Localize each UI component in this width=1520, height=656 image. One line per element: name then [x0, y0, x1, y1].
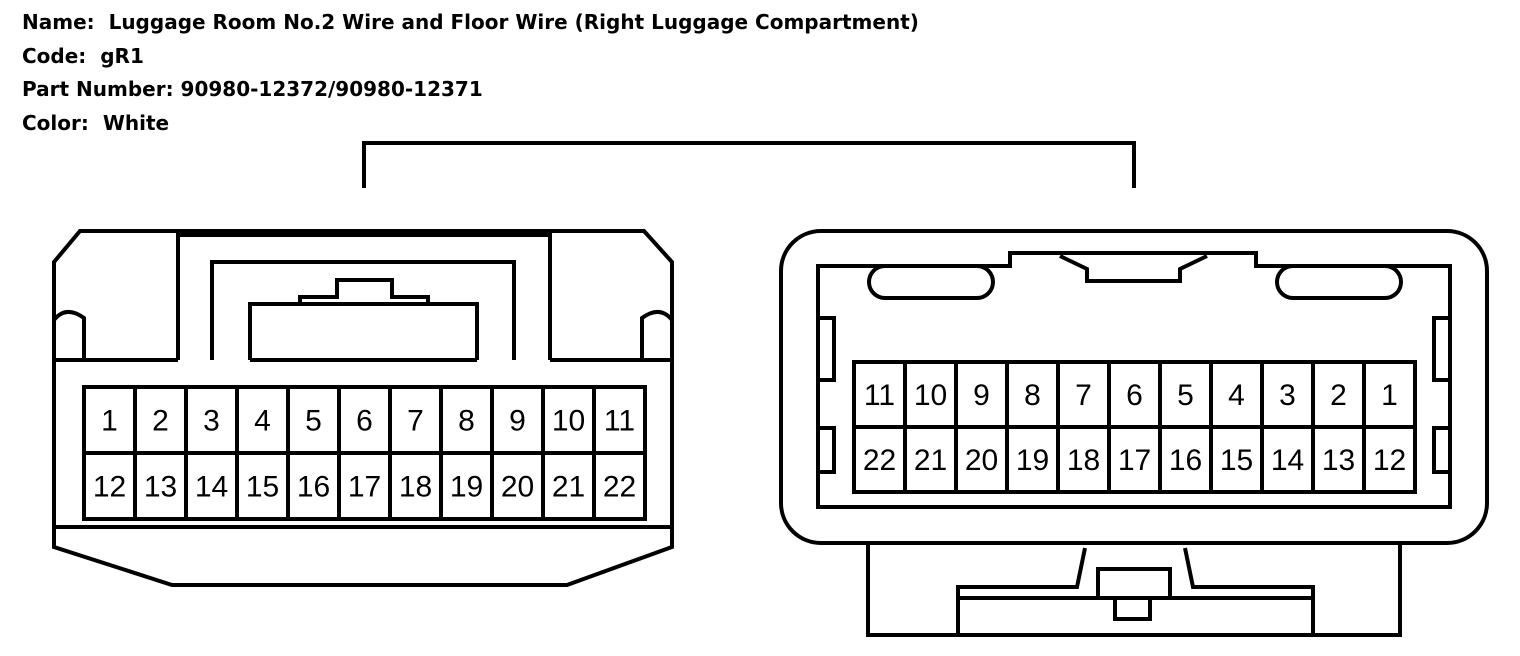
pin-number: 10 — [914, 379, 947, 412]
right-side-key-left-lower — [818, 426, 836, 474]
left-center-latch-housing — [176, 233, 552, 360]
pin-number: 19 — [1016, 444, 1049, 477]
pin-number: 8 — [458, 405, 475, 438]
code-label: Code: — [22, 43, 87, 68]
pin-number: 9 — [973, 379, 990, 412]
code-value: gR1 — [100, 43, 144, 68]
pin-number: 2 — [152, 405, 169, 438]
pin-number: 6 — [356, 405, 373, 438]
pin-number: 1 — [101, 405, 118, 438]
pin-number: 7 — [1075, 379, 1092, 412]
right-connector-outline — [779, 229, 1489, 545]
pin-number: 2 — [1330, 379, 1347, 412]
pin-number: 16 — [1169, 444, 1202, 477]
pin-number: 17 — [348, 471, 381, 504]
right-inner-housing — [816, 251, 1452, 509]
right-lock-notch — [1059, 254, 1208, 283]
pin-number: 16 — [297, 471, 330, 504]
pin-cell — [1362, 425, 1417, 494]
left-connector-outline — [52, 229, 674, 587]
pin-number: 15 — [246, 471, 279, 504]
pairing-bracket — [362, 141, 1136, 188]
right-right-slot — [1275, 264, 1403, 300]
pin-number: 14 — [195, 471, 228, 504]
pin-number: 4 — [254, 405, 271, 438]
left-center-latch — [210, 260, 516, 360]
color-line: Color: White — [22, 107, 919, 141]
pin-number: 1 — [1381, 379, 1398, 412]
pin-cell — [592, 451, 647, 521]
pin-number: 13 — [144, 471, 177, 504]
right-side-key-right-lower — [1432, 426, 1450, 474]
right-bottom-latch — [1096, 567, 1172, 621]
name-label: Name: — [22, 10, 95, 34]
pin-number: 10 — [552, 405, 585, 438]
pin-number: 22 — [863, 444, 896, 477]
pin-number: 7 — [407, 405, 424, 438]
pin-number: 12 — [93, 471, 126, 504]
pin-number: 6 — [1126, 379, 1143, 412]
pin-number: 19 — [450, 471, 483, 504]
left-right-lock-tab — [640, 310, 674, 362]
pin-number: 18 — [399, 471, 432, 504]
right-wire-cover — [866, 543, 1402, 637]
right-side-key-left-upper — [818, 316, 836, 382]
color-value: White — [102, 110, 170, 135]
right-side-key-right-upper — [1432, 316, 1450, 382]
pin-number: 14 — [1271, 444, 1304, 477]
left-left-lock-tab — [52, 310, 86, 362]
right-left-slot — [867, 264, 995, 300]
pin-number: 3 — [203, 405, 220, 438]
pin-number: 22 — [603, 471, 636, 504]
pin-number: 13 — [1322, 444, 1355, 477]
pin-number: 20 — [501, 471, 534, 504]
color-label: Color: — [22, 110, 89, 135]
pin-number: 3 — [1279, 379, 1296, 412]
pin-number: 11 — [864, 379, 895, 412]
pin-number: 8 — [1024, 379, 1041, 412]
name-line: Name: Luggage Room No.2 Wire and Floor W… — [22, 6, 919, 40]
pin-number: 11 — [604, 405, 635, 438]
pin-number: 21 — [552, 471, 585, 504]
pin-number: 4 — [1228, 379, 1245, 412]
pin-number: 15 — [1220, 444, 1253, 477]
pin-number: 18 — [1067, 444, 1100, 477]
code-line: Code: gR1 — [22, 40, 919, 74]
pin-number: 5 — [305, 405, 322, 438]
pin-number: 20 — [965, 444, 998, 477]
part-number-line: Part Number: 90980-12372/90980-12371 — [22, 73, 919, 107]
connector-info: Name: Luggage Room No.2 Wire and Floor W… — [22, 6, 919, 140]
pin-number: 21 — [914, 444, 947, 477]
pin-number: 17 — [1118, 444, 1151, 477]
pin-number: 5 — [1177, 379, 1194, 412]
right-wire-cover-inner — [956, 547, 1315, 635]
part-number-label: Part Number: — [22, 77, 174, 101]
part-number-value: 90980-12372/90980-12371 — [180, 77, 483, 101]
pin-number: 12 — [1373, 444, 1406, 477]
name-value: Luggage Room No.2 Wire and Floor Wire (R… — [108, 10, 919, 34]
pin-number: 9 — [509, 405, 526, 438]
left-latch-button — [298, 278, 430, 304]
